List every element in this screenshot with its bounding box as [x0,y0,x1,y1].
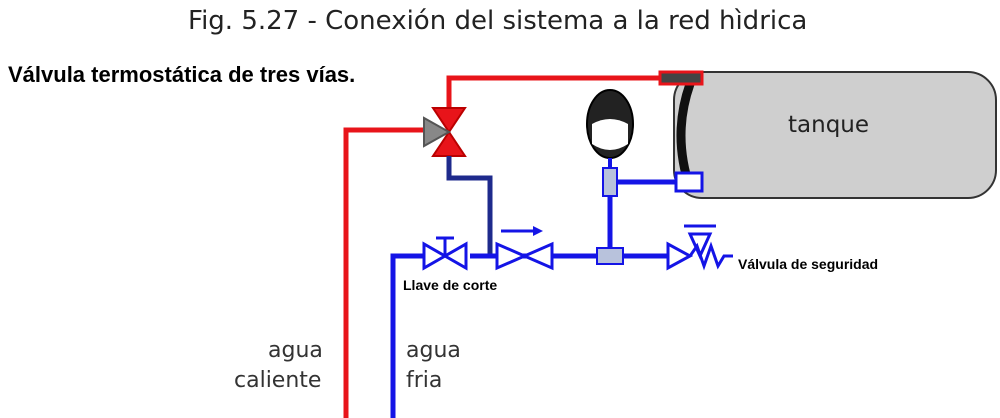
shutoff-valve [422,236,468,271]
tank-label: tanque [788,112,870,138]
tee-fitting-upper [602,167,618,197]
hot-water-label-line1: agua [268,338,323,363]
shutoff-valve-label: Llave de corte [403,277,498,293]
valve-upper-triangle [431,107,467,134]
figure-title: Fig. 5.27 - Conexión del sistema a la re… [188,6,808,36]
tank-body [673,71,997,199]
cold-mix-pipe [446,156,493,256]
cold-water-pipe [390,253,424,418]
safety-valve-label: Válvula de seguridad [738,256,879,272]
tank-inlet-connector [674,171,704,193]
valve-left-triangle [423,116,452,148]
check-valve [495,226,554,271]
hot-outlet-pipe [446,75,668,108]
safety-valve [666,224,733,271]
thermostatic-valve [423,107,467,157]
tee-fitting-lower [596,247,624,265]
hot-water-label-line2: caliente [234,368,322,393]
cold-water-label-line2: fria [406,368,443,393]
hot-water-pipe [343,127,424,418]
cold-water-label-line1: agua [406,338,461,363]
safety-valve-spring [688,241,733,271]
thermostatic-valve-label: Válvula termostática de tres vías. [8,62,356,87]
expansion-vessel [586,89,634,168]
tank-hot-outlet-connector [658,70,704,86]
